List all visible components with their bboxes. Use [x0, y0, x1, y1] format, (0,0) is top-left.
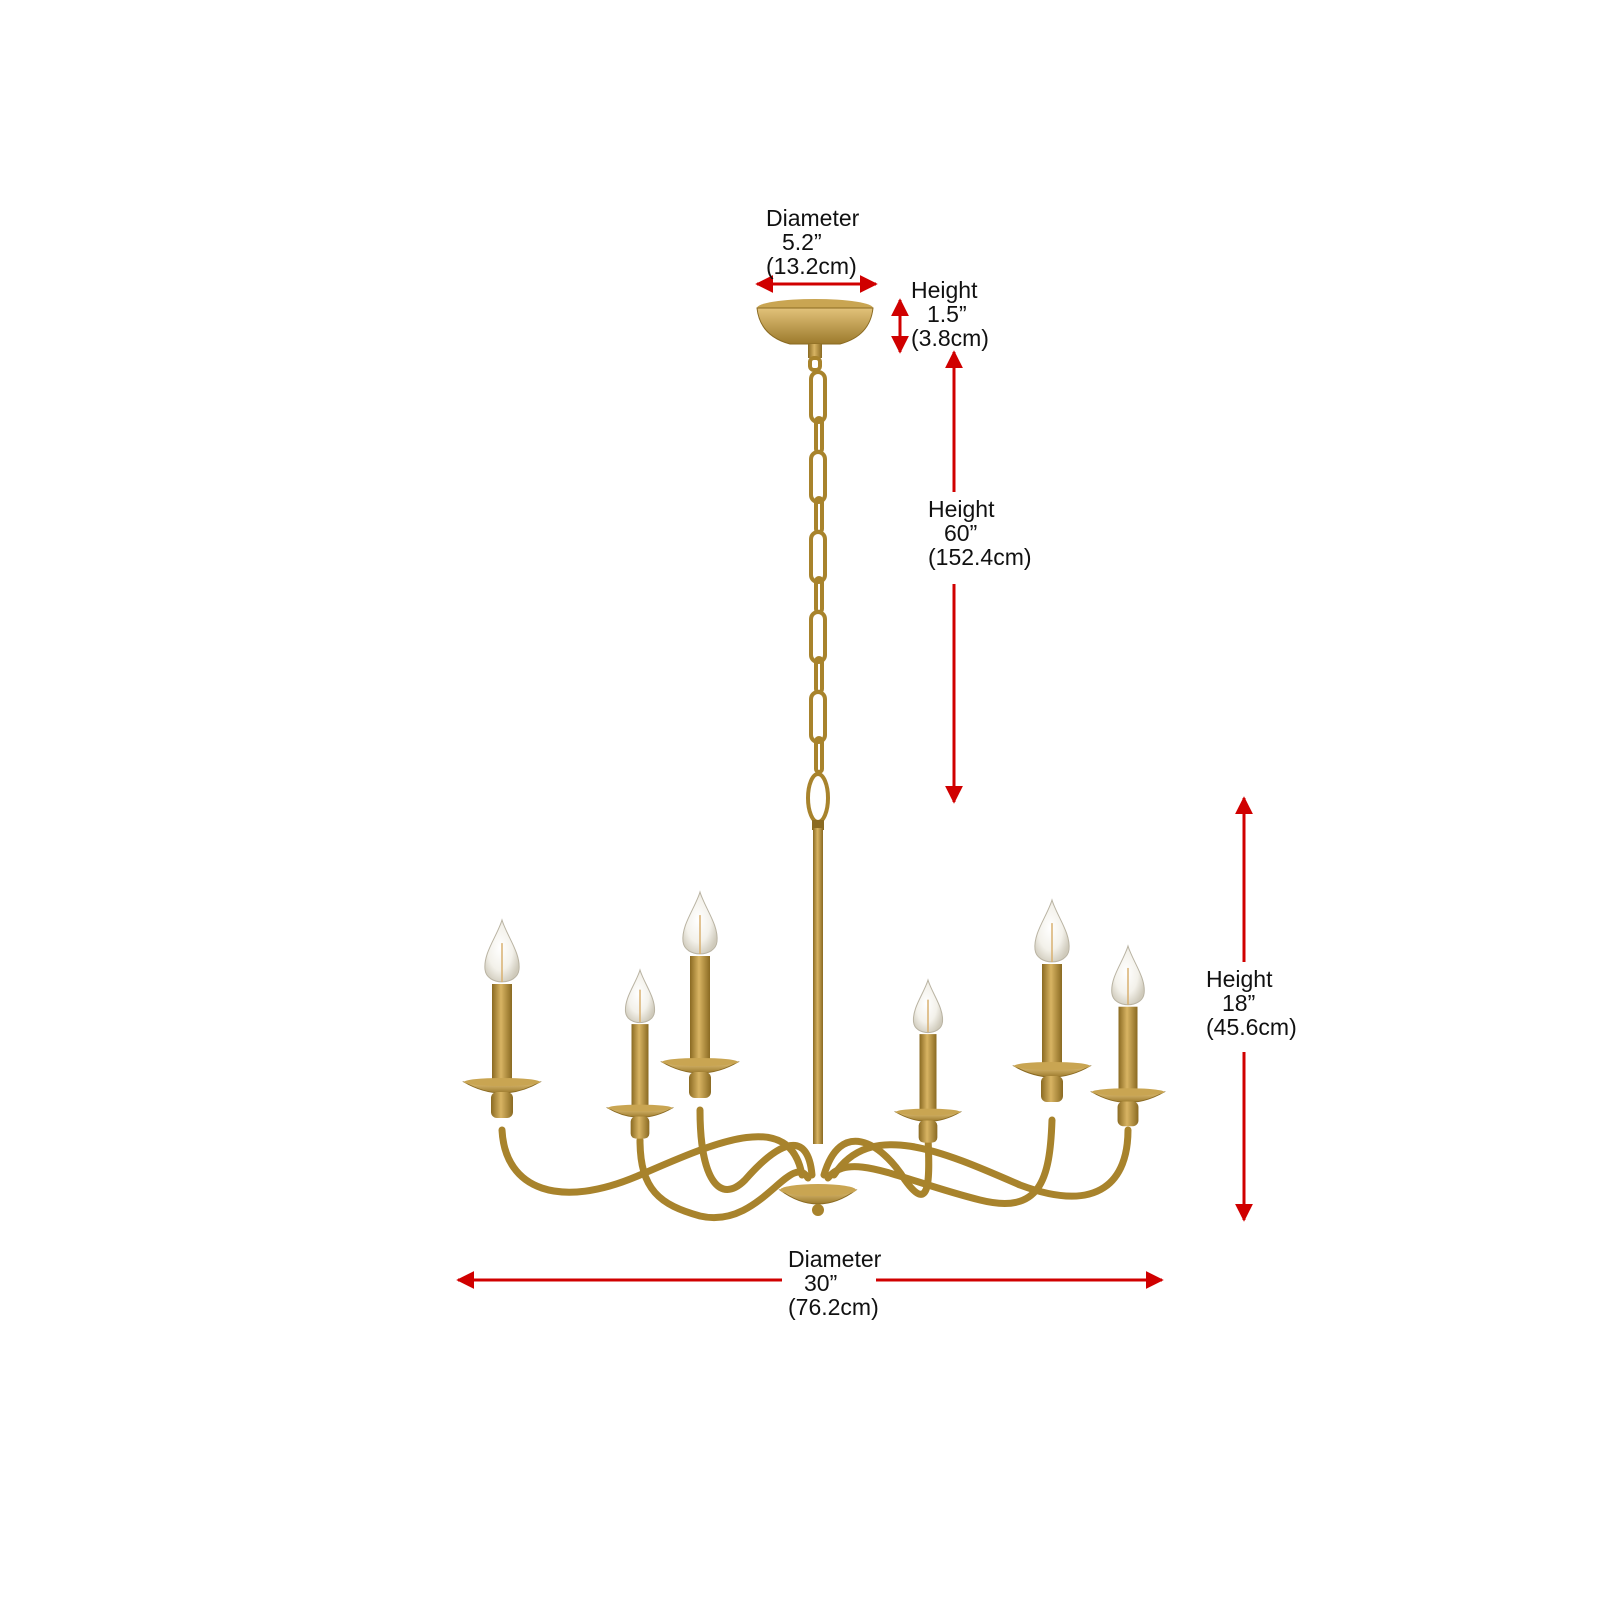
- dimension-lines: [456, 275, 1253, 1289]
- dimension-imperial: 30”: [804, 1270, 838, 1296]
- candle-collar: [1117, 1101, 1139, 1127]
- dimension-imperial: 60”: [944, 520, 978, 546]
- dimension-metric: (152.4cm): [928, 544, 1032, 570]
- candle-collar: [1041, 1076, 1063, 1102]
- dimension-imperial: 5.2”: [782, 229, 822, 255]
- dimension-title: Diameter: [766, 205, 860, 231]
- dimension-imperial: 18”: [1222, 990, 1256, 1016]
- body-height-label: Height 18” (45.6cm): [1206, 967, 1297, 1039]
- dimension-metric: (76.2cm): [788, 1294, 879, 1320]
- canopy-height-label: Height 1.5” (3.8cm): [911, 278, 989, 350]
- dimension-title: Height: [911, 277, 978, 303]
- candle-collar: [689, 1072, 711, 1098]
- candle-4: [893, 978, 963, 1143]
- bobeche-rim: [662, 1058, 738, 1066]
- center-stem: [812, 820, 824, 1144]
- candle-sleeve: [492, 984, 512, 1080]
- dimension-imperial: 1.5”: [927, 301, 967, 327]
- chain: [806, 356, 830, 824]
- candle-5: [1012, 898, 1092, 1102]
- arms: [498, 1106, 1132, 1222]
- dimension-title: Height: [1206, 966, 1273, 992]
- body-diameter-label: Diameter 30” (76.2cm): [788, 1247, 881, 1319]
- dimension-metric: (3.8cm): [911, 325, 989, 351]
- candle-group: [462, 890, 1166, 1143]
- bobeche-rim: [1014, 1062, 1090, 1070]
- canopy-diameter-label: Diameter 5.2” (13.2cm): [766, 206, 859, 278]
- candle-sleeve: [690, 956, 710, 1060]
- candle-sleeve: [1118, 1006, 1138, 1090]
- candle-sleeve: [631, 1024, 649, 1106]
- bobeche-rim: [607, 1104, 673, 1112]
- candle-collar: [491, 1092, 513, 1118]
- candle-collar: [918, 1120, 938, 1143]
- center-bowl: [778, 1184, 858, 1216]
- dimension-metric: (45.6cm): [1206, 1014, 1297, 1040]
- candle-6: [1090, 944, 1166, 1127]
- candle-sleeve: [1042, 964, 1062, 1064]
- candle-1: [462, 918, 542, 1118]
- chain-height-label: Height 60” (152.4cm): [928, 497, 1032, 569]
- bobeche-rim: [1091, 1088, 1165, 1096]
- candle-sleeve: [919, 1034, 937, 1110]
- candle-collar: [630, 1116, 650, 1139]
- dimension-title: Height: [928, 496, 995, 522]
- candle-2: [605, 968, 675, 1139]
- dimension-metric: (13.2cm): [766, 253, 857, 279]
- canopy: [756, 299, 874, 358]
- bobeche-rim: [895, 1108, 961, 1116]
- candle-3: [660, 890, 740, 1098]
- dimension-title: Diameter: [788, 1246, 882, 1272]
- bobeche-rim: [464, 1078, 540, 1086]
